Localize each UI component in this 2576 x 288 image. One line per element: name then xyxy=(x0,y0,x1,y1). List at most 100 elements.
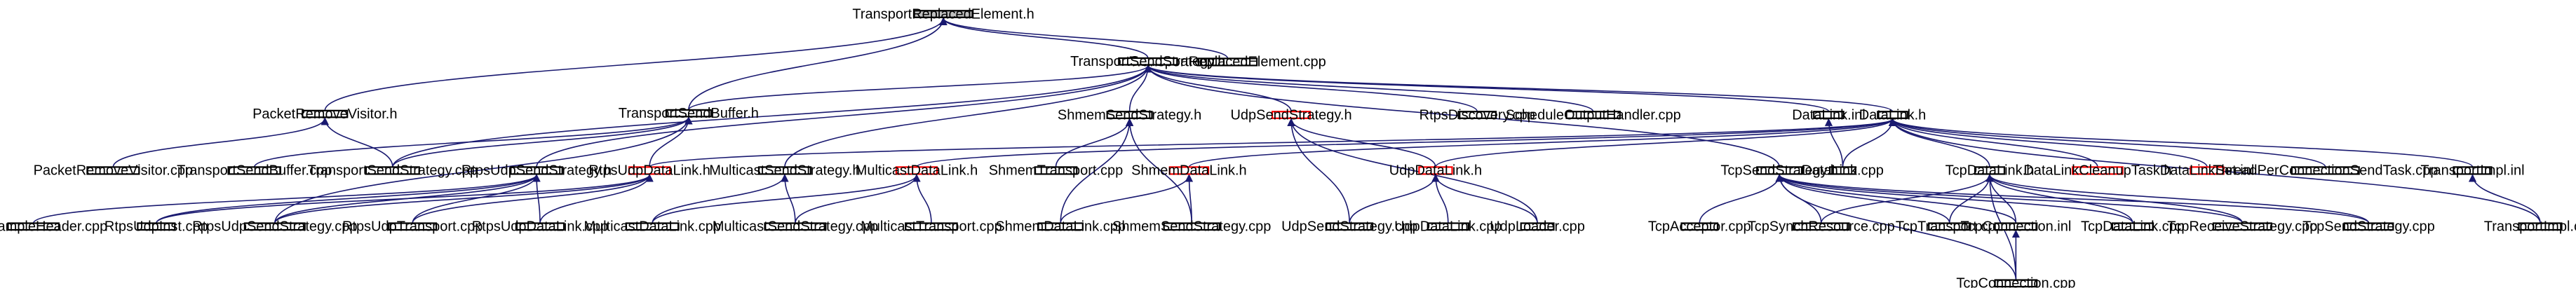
node-label: RtpsUdpInst.cpp xyxy=(104,219,208,235)
node-multicastsendstrategy-h[interactable]: MulticastSendStrategy.h xyxy=(709,163,860,179)
edge-sdl_h-to-sss_cpp xyxy=(1185,174,1194,224)
node-tcpsendstrategy-cpp[interactable]: TcpSendStrategy.cpp xyxy=(2302,219,2435,235)
node-udploader-cpp[interactable]: UdpLoader.cpp xyxy=(1490,219,1585,235)
node-tcpsendstrategy-h[interactable]: TcpSendStrategy.h xyxy=(1720,163,1838,179)
edge-tcpdl_h-to-tcprs_cpp xyxy=(1985,174,2244,224)
node-datalink-h[interactable]: DataLink.h xyxy=(1859,107,1927,123)
node-label: ThreadPerConnectionSendTask.cpp xyxy=(2213,163,2438,179)
nodes-layer: TransportReplacedElement.hTransportRepla… xyxy=(0,6,2576,288)
node-box xyxy=(1326,222,1374,231)
node-rtpssampleheader-cpp[interactable]: RtpsSampleHeader.cpp xyxy=(0,219,107,235)
edge-rudl_h-to-russ_cpp xyxy=(274,174,654,224)
node-udpdatalink-h[interactable]: UdpDataLink.h xyxy=(1389,163,1482,179)
edge-tss_h-to-soh_cpp xyxy=(1144,64,1594,112)
edge-tss_h-to-russ_h xyxy=(536,64,1152,167)
edge-dl_h-to-tpcst_cpp xyxy=(1889,118,2326,167)
node-multicastdatalink-cpp[interactable]: MulticastDataLink.cpp xyxy=(584,219,721,235)
edge-udl_h-to-uss_cpp xyxy=(1349,174,1440,224)
edge-rudl_h-to-rudl_cpp xyxy=(539,174,654,224)
node-box xyxy=(1418,166,1453,175)
node-transportreplacedelement-cpp[interactable]: TransportReplacedElement.cpp xyxy=(1129,55,1326,70)
node-rtpsudpsendstrategy-h[interactable]: RtpsUdpSendStrategy.h xyxy=(461,163,612,179)
edge-tsb_h-to-tss_cpp xyxy=(392,116,693,167)
node-datalinkcleanuptask-h[interactable]: DataLinkCleanupTask.h xyxy=(2023,163,2171,179)
node-tcpreceivestrategy-cpp[interactable]: TcpReceiveStrategy.cpp xyxy=(2167,219,2317,235)
edge-sdl_h-to-sdl_cpp xyxy=(1060,174,1193,224)
node-tcpconnection-cpp[interactable]: TcpConnection.cpp xyxy=(1956,276,2075,288)
node-box xyxy=(1994,222,2038,231)
node-transportimpl-inl[interactable]: TransportImpl.inl xyxy=(2420,163,2524,179)
node-udpsendstrategy-cpp[interactable]: UdpSendStrategy.cpp xyxy=(1281,219,1417,235)
node-shmemdatalink-cpp[interactable]: ShmemDataLink.cpp xyxy=(995,219,1126,235)
node-shmemtransport-cpp[interactable]: ShmemTransport.cpp xyxy=(989,163,1124,179)
node-box xyxy=(388,222,438,231)
node-rtpsdiscovery-cpp[interactable]: RtpsDiscovery.cpp xyxy=(1420,107,1535,123)
node-multicastsendstrategy-cpp[interactable]: MulticastSendStrategy.cpp xyxy=(713,219,878,235)
node-tcpdatalink-cpp[interactable]: TcpDataLink.cpp xyxy=(2081,219,2185,235)
node-label: TransportSendBuffer.cpp xyxy=(177,163,332,179)
node-box xyxy=(913,10,973,18)
node-scheduleoutputhandler-cpp[interactable]: ScheduleOutputHandler.cpp xyxy=(1506,107,1681,123)
edge-tcpss_h-to-tcpa_cpp xyxy=(1699,174,1783,224)
node-rtpsudpsendstrategy-cpp[interactable]: RtpsUdpSendStrategy.cpp xyxy=(192,219,357,235)
node-label: MulticastSendStrategy.h xyxy=(709,163,860,179)
edge-mdl_h-to-mt_cpp xyxy=(912,174,932,224)
node-tcpdatalink-h[interactable]: TcpDataLink.h xyxy=(1946,163,2035,179)
node-udpsendstrategy-h[interactable]: UdpSendStrategy.h xyxy=(1230,107,1351,123)
node-box xyxy=(227,166,282,175)
node-label: TcpAcceptor.cpp xyxy=(1648,219,1751,235)
node-multicasttransport-cpp[interactable]: MulticastTransport.cpp xyxy=(861,219,1002,235)
edge-dl_h-to-dls_inl xyxy=(1889,118,2208,167)
node-transportsendstrategy-cpp[interactable]: TransportSendStrategy.cpp xyxy=(308,163,478,179)
edge-dl_h-to-tcpdl_h xyxy=(1888,118,1990,167)
node-datalinkset-inl[interactable]: DataLinkSet.inl xyxy=(2160,163,2255,179)
node-multicastdatalink-h[interactable]: MulticastDataLink.h xyxy=(856,163,978,179)
node-label: RtpsDiscovery.cpp xyxy=(1420,107,1535,123)
node-shmemdatalink-h[interactable]: ShmemDataLink.h xyxy=(1131,163,1247,179)
edge-tcpdl_h-to-tcpss_cpp xyxy=(1985,174,2370,224)
node-shmemsendstrategy-h[interactable]: ShmemSendStrategy.h xyxy=(1058,107,1201,123)
edge-mdl_h-to-mss_cpp xyxy=(795,174,921,224)
node-datalink-cpp[interactable]: DataLink.cpp xyxy=(1802,163,1884,179)
node-shmemsendstrategy-cpp[interactable]: ShmemSendStrategy.cpp xyxy=(1112,219,1271,235)
edge-root-to-tsb_h xyxy=(688,17,948,110)
node-transportsendbuffer-cpp[interactable]: TransportSendBuffer.cpp xyxy=(177,163,332,179)
node-label: PacketRemoveVisitor.cpp xyxy=(34,163,194,179)
node-transportimpl-cpp[interactable]: TransportImpl.cpp xyxy=(2484,219,2576,235)
node-tcpconnection-inl[interactable]: TcpConnection.inl xyxy=(1960,219,2071,235)
node-label: DataLink.h xyxy=(1859,107,1927,123)
node-label: TcpSendStrategy.cpp xyxy=(2302,219,2435,235)
node-tcpacceptor-cpp[interactable]: TcpAcceptor.cpp xyxy=(1648,219,1751,235)
node-udpdatalink-cpp[interactable]: UdpDataLink.cpp xyxy=(1394,219,1502,235)
node-label: RtpsUdpSendStrategy.h xyxy=(461,163,612,179)
node-box xyxy=(2072,166,2124,175)
node-rtpsudpinst-cpp[interactable]: RtpsUdpInst.cpp xyxy=(104,219,208,235)
node-label: TcpSendStrategy.h xyxy=(1720,163,1838,179)
node-rtpsudptransport-cpp[interactable]: RtpsUdpTransport.cpp xyxy=(342,219,483,235)
node-box xyxy=(1118,57,1178,66)
node-label: RtpsUdpDataLink.h xyxy=(588,163,710,179)
edge-tss_h-to-tss_cpp xyxy=(392,64,1152,167)
node-transportsendbuffer-h[interactable]: TransportSendBuffer.h xyxy=(619,106,759,121)
node-packetremovevisitor-cpp[interactable]: PacketRemoveVisitor.cpp xyxy=(34,163,194,179)
node-rtpsudpdatalink-h[interactable]: RtpsUdpDataLink.h xyxy=(588,163,710,179)
node-label: TransportSendBuffer.h xyxy=(619,106,759,121)
node-label: ShmemDataLink.h xyxy=(1131,163,1247,179)
node-transportsendstrategy-h[interactable]: TransportSendStrategy.h xyxy=(1070,54,1225,69)
node-rtpsudpdatalink-cpp[interactable]: RtpsUdpDataLink.cpp xyxy=(472,219,609,235)
node-threadperconnectionsendtask-cpp[interactable]: ThreadPerConnectionSendTask.cpp xyxy=(2213,163,2438,179)
node-box xyxy=(1197,57,1258,67)
node-box xyxy=(1565,111,1621,119)
edge-russ_h-to-rudl_cpp xyxy=(532,174,541,224)
node-box xyxy=(628,166,671,175)
node-label: MulticastDataLink.cpp xyxy=(584,219,721,235)
node-packetremovevisitor-h[interactable]: PacketRemoveVisitor.h xyxy=(252,107,397,122)
node-datalink-inl[interactable]: DataLink.inl xyxy=(1792,107,1866,123)
node-tcptransport-cpp[interactable]: TcpTransport.cpp xyxy=(1896,219,2004,235)
node-box xyxy=(2453,166,2493,175)
node-tcpsynchresource-cpp[interactable]: TcpSynchResource.cpp xyxy=(1748,219,1895,235)
node-box xyxy=(625,222,680,231)
edge-udl_h-to-udl_cpp xyxy=(1431,174,1449,224)
node-box xyxy=(2291,166,2360,175)
